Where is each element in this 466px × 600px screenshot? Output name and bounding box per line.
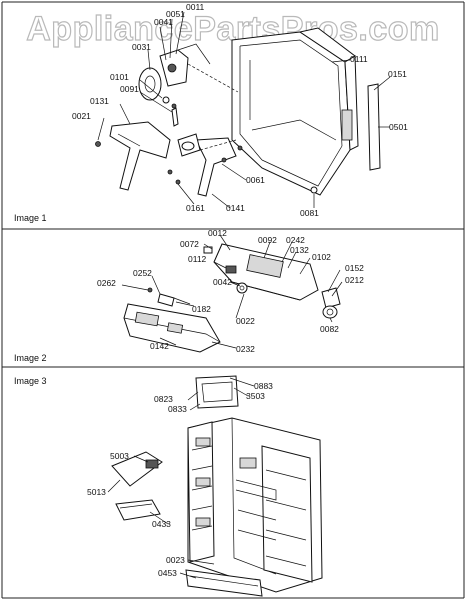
part-label: 0023 — [166, 555, 185, 565]
part-label: 0161 — [186, 203, 205, 213]
part-label: 5013 — [87, 487, 106, 497]
part-label: 0232 — [236, 344, 255, 354]
part-label: 3503 — [246, 391, 265, 401]
part-label: 0182 — [192, 304, 211, 314]
part-label: 0111 — [350, 54, 368, 64]
part-label: 0131 — [90, 96, 109, 106]
part-label: 5003 — [110, 451, 129, 461]
part-label: 0091 — [120, 84, 139, 94]
image1-labels: 0011 0051 0041 0031 0101 0091 0131 0021 … — [14, 2, 408, 223]
part-label: 0141 — [226, 203, 245, 213]
part-label: 0051 — [166, 9, 185, 19]
panel-label-image-2: Image 2 — [14, 353, 47, 363]
part-label: 0433 — [152, 519, 171, 529]
part-label: 0042 — [213, 277, 232, 287]
part-label: 0012 — [208, 228, 227, 238]
image2-labels: 0012 0072 0092 0242 0132 0102 0112 0152 … — [14, 228, 364, 363]
part-label: 0022 — [236, 316, 255, 326]
part-label: 0151 — [388, 69, 407, 79]
part-label: 0242 — [286, 235, 305, 245]
part-label: 0262 — [97, 278, 116, 288]
image2-drawing — [121, 234, 343, 353]
part-label: 0132 — [290, 245, 309, 255]
part-label: 0101 — [110, 72, 129, 82]
part-label: 0833 — [168, 404, 187, 414]
panel-label-image-3: Image 3 — [14, 376, 47, 386]
part-label: 0453 — [158, 568, 177, 578]
part-label: 0212 — [345, 275, 364, 285]
part-label: 0081 — [300, 208, 319, 218]
part-label: 0011 — [186, 2, 205, 12]
part-label: 0152 — [345, 263, 364, 273]
part-label: 0112 — [188, 254, 207, 264]
part-label: 0041 — [154, 17, 173, 27]
image1-drawing — [95, 11, 391, 209]
part-label: 0031 — [132, 42, 151, 52]
part-label: 0072 — [180, 239, 199, 249]
part-label: 0501 — [389, 122, 408, 132]
part-label: 0061 — [246, 175, 265, 185]
image3-drawing — [107, 375, 323, 597]
panel-label-image-1: Image 1 — [14, 213, 47, 223]
image3-labels: 0883 0823 3503 0833 5003 5013 0433 0023 … — [14, 376, 273, 578]
part-label: 0883 — [254, 381, 273, 391]
part-label: 0021 — [72, 111, 91, 121]
part-label: 0102 — [312, 252, 331, 262]
part-label: 0823 — [154, 394, 173, 404]
part-label: 0252 — [133, 268, 152, 278]
part-label: 0092 — [258, 235, 277, 245]
watermark: AppliancePartsPros.com — [26, 10, 439, 48]
part-label: 0082 — [320, 324, 339, 334]
part-label: 0142 — [150, 341, 169, 351]
